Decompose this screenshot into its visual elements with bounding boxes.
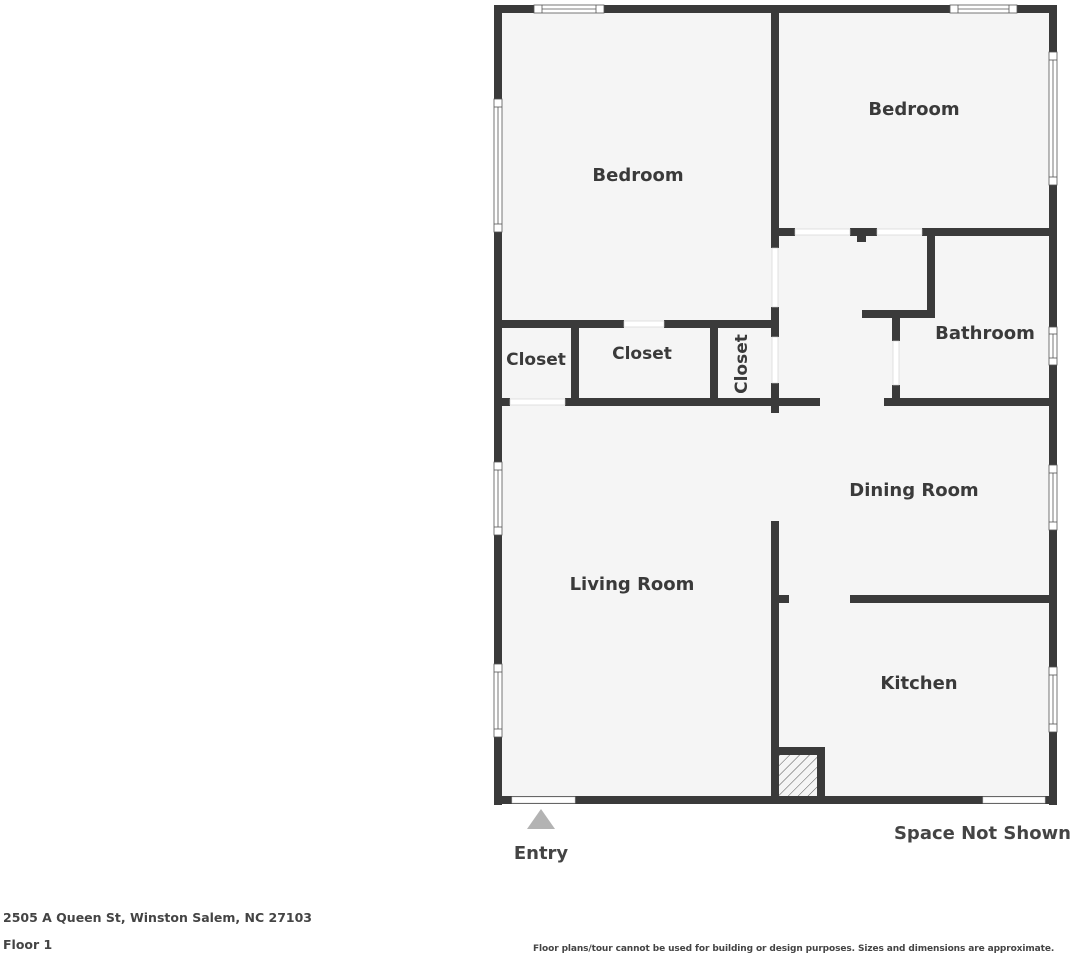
room-label-living-room: Living Room [570,574,695,595]
window [1048,51,1058,186]
window [493,461,503,536]
window [949,4,1018,14]
window [1048,666,1058,733]
windows [493,4,1058,738]
room-label-dining-room: Dining Room [849,480,978,501]
floor-label: Floor 1 [3,937,53,952]
entry-arrow-icon [527,809,555,829]
door-openings [509,228,1046,804]
chimney-hatch [779,755,817,796]
room-label-bedroom-1: Bedroom [592,165,683,186]
room-label-kitchen: Kitchen [880,673,957,694]
walls [494,5,1057,805]
window [1048,326,1058,366]
window [533,4,605,14]
room-label-closet-3: Closet [732,334,752,394]
window [493,663,503,738]
window [493,98,503,233]
room-label-closet-2: Closet [612,344,672,364]
room-label-closet-1: Closet [506,350,566,370]
window [1048,464,1058,531]
room-label-bathroom: Bathroom [935,323,1035,344]
disclaimer: Floor plans/tour cannot be used for buil… [533,944,1055,954]
room-label-bedroom-2: Bedroom [868,99,959,120]
space-not-shown-label: Space Not Shown [894,823,1071,844]
property-address: 2505 A Queen St, Winston Salem, NC 27103 [3,910,313,925]
entry-label: Entry [514,843,569,864]
